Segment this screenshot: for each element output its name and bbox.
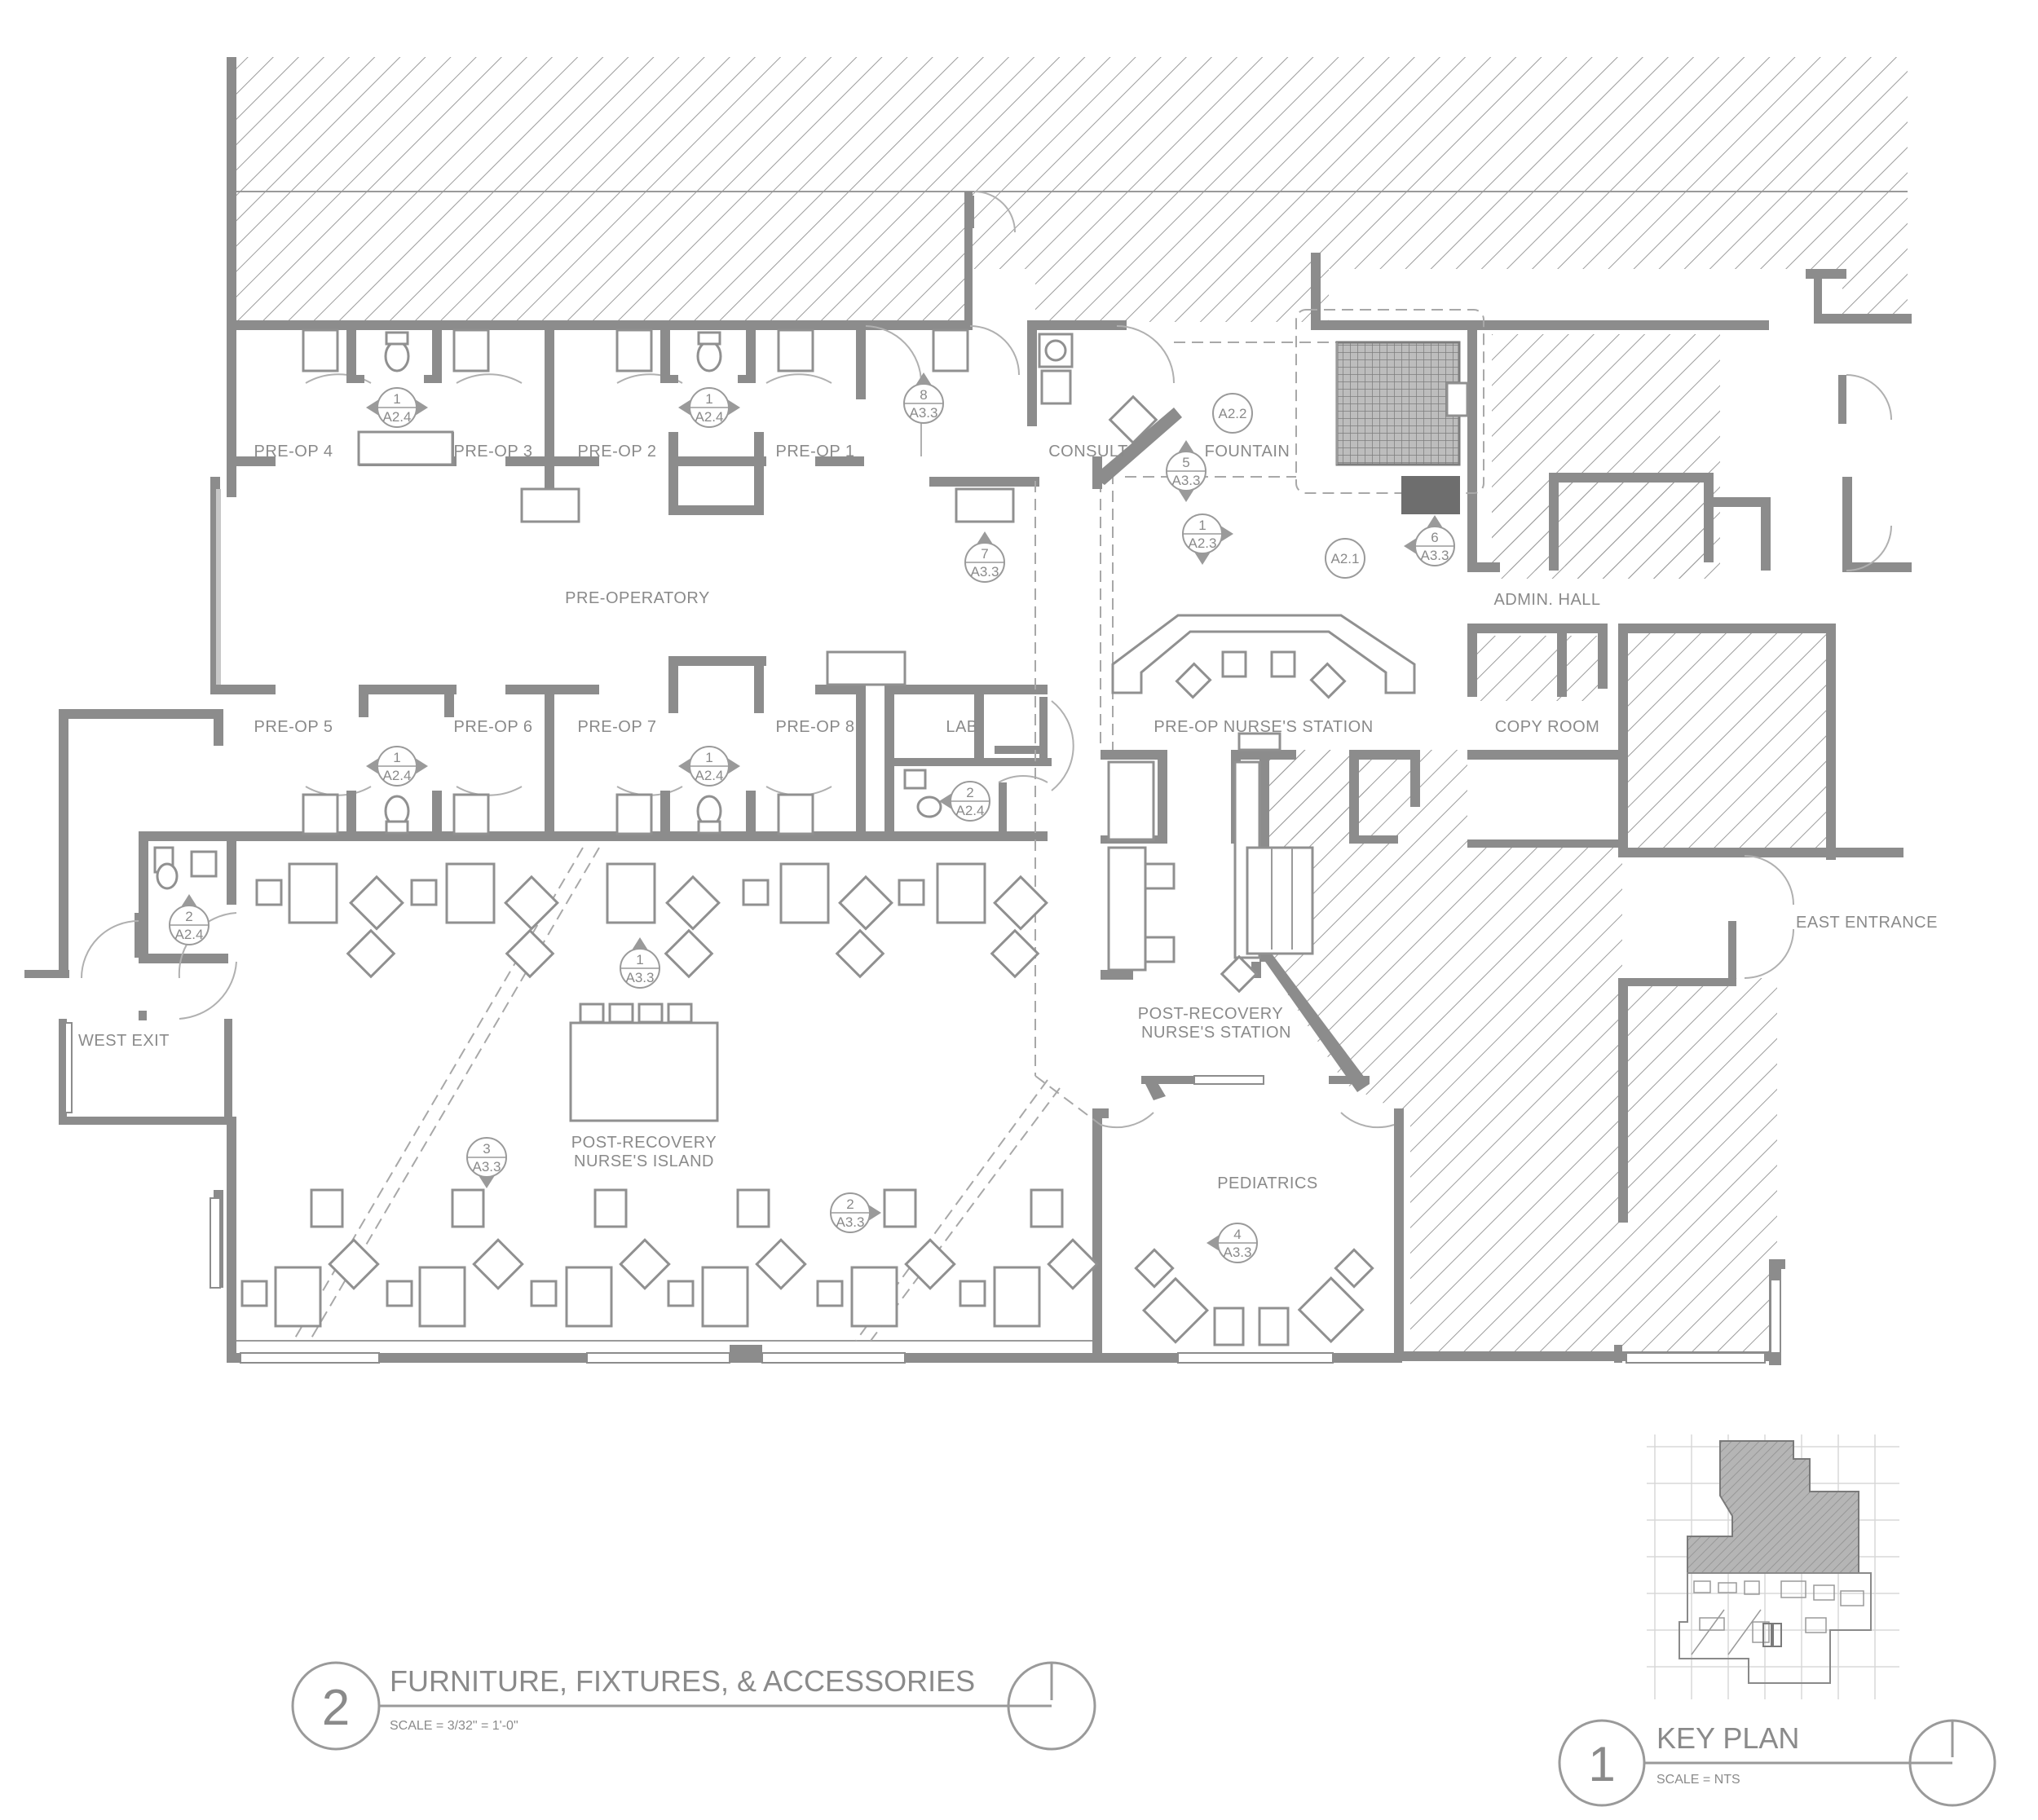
room-labels: PRE-OP 4 PRE-OP 3 PRE-OP 2 PRE-OP 1 CONS… xyxy=(78,443,1938,1192)
fountain-grid xyxy=(1335,341,1461,466)
room-label-preoperatory: PRE-OPERATORY xyxy=(565,589,710,607)
room-label-preop-nurse-station: PRE-OP NURSE'S STATION xyxy=(1154,718,1373,736)
title-key-scale: SCALE = NTS xyxy=(1656,1773,1740,1787)
room-label-preop2: PRE-OP 2 xyxy=(578,443,657,461)
room-label-preop4: PRE-OP 4 xyxy=(254,443,333,461)
room-label-pediatrics: PEDIATRICS xyxy=(1217,1174,1318,1192)
section-tag-sheet: A2.1 xyxy=(1331,551,1360,566)
section-tag: 1A3.3 xyxy=(620,937,660,989)
section-tag-number: 1 xyxy=(705,391,712,407)
section-tag: 8A3.3 xyxy=(903,372,944,424)
section-tag-number: 2 xyxy=(185,909,192,924)
section-tag: 1A2.4 xyxy=(366,746,428,787)
section-tag-sheet: A2.4 xyxy=(956,803,985,818)
room-label-lab: LAB xyxy=(946,718,977,736)
title-main-number: 2 xyxy=(322,1680,350,1736)
section-tag-sheet: A2.2 xyxy=(1219,406,1247,421)
section-tag-number: 6 xyxy=(1431,530,1438,545)
section-tag: 6A3.3 xyxy=(1404,515,1455,566)
section-tag: 5A3.3 xyxy=(1166,440,1206,502)
windows xyxy=(64,1022,1781,1364)
section-tag-number: 2 xyxy=(966,785,973,800)
room-label-admin-hall: ADMIN. HALL xyxy=(1493,591,1600,609)
room-label-preop8: PRE-OP 8 xyxy=(776,718,855,736)
section-tag-sheet: A3.3 xyxy=(971,564,999,579)
title-main-scale: SCALE = 3/32" = 1'-0" xyxy=(390,1719,518,1733)
room-label-preop5: PRE-OP 5 xyxy=(254,718,333,736)
room-label-post-recovery-island-2: NURSE'S ISLAND xyxy=(574,1152,714,1170)
section-tag: 2A3.3 xyxy=(830,1192,881,1233)
section-tag-sheet: A3.3 xyxy=(1421,548,1449,563)
section-tag: 1A2.4 xyxy=(678,746,740,787)
title-main-title: FURNITURE, FIXTURES, & ACCESSORIES xyxy=(390,1664,975,1698)
section-tag-number: 1 xyxy=(1198,518,1206,533)
section-tag-sheet: A2.4 xyxy=(175,927,204,942)
section-tag-number: 3 xyxy=(483,1141,490,1157)
room-label-preop3: PRE-OP 3 xyxy=(454,443,533,461)
section-tag: A2.2 xyxy=(1212,393,1253,434)
room-label-fountain: FOUNTAIN xyxy=(1205,443,1290,461)
section-tag-sheet: A3.3 xyxy=(910,405,938,421)
section-tag-number: 1 xyxy=(393,391,400,407)
section-tag-sheet: A2.4 xyxy=(695,409,724,425)
section-tag-number: 1 xyxy=(705,750,712,765)
section-tag-number: 1 xyxy=(393,750,400,765)
room-label-preop7: PRE-OP 7 xyxy=(578,718,657,736)
section-tag: 1A2.4 xyxy=(366,387,428,428)
room-label-copy-room: COPY ROOM xyxy=(1495,718,1600,736)
section-tag-number: 1 xyxy=(636,952,643,967)
section-tag: 4A3.3 xyxy=(1206,1223,1258,1263)
title-block-main: 2 FURNITURE, FIXTURES, & ACCESSORIES SCA… xyxy=(291,1661,1096,1751)
room-label-post-recovery-station-2: NURSE'S STATION xyxy=(1141,1024,1291,1042)
section-tag: A2.1 xyxy=(1325,538,1365,579)
furniture xyxy=(153,328,1416,1346)
section-tag-number: 2 xyxy=(846,1196,854,1212)
section-tag: 7A3.3 xyxy=(964,531,1005,583)
room-label-preop6: PRE-OP 6 xyxy=(454,718,533,736)
section-tag-sheet: A3.3 xyxy=(473,1159,501,1174)
section-tag-sheet: A3.3 xyxy=(1224,1245,1252,1260)
section-tag: 1A2.3 xyxy=(1182,513,1233,565)
room-label-preop1: PRE-OP 1 xyxy=(776,443,855,461)
title-key-title: KEY PLAN xyxy=(1656,1721,1799,1755)
room-label-post-recovery-station-1: POST-RECOVERY xyxy=(1138,1005,1283,1023)
section-tag-sheet: A2.4 xyxy=(383,409,412,425)
section-tag: 1A2.4 xyxy=(678,387,740,428)
section-tag-number: 4 xyxy=(1233,1227,1241,1242)
section-tag: 2A2.4 xyxy=(939,781,990,822)
section-tag-number: 5 xyxy=(1182,455,1189,470)
section-tag-sheet: A2.4 xyxy=(695,768,724,783)
section-tag-sheet: A3.3 xyxy=(836,1214,865,1230)
section-tag-sheet: A3.3 xyxy=(626,970,655,985)
room-label-west-exit: WEST EXIT xyxy=(78,1032,170,1050)
room-label-consult: CONSULT xyxy=(1048,443,1128,461)
section-tag: 3A3.3 xyxy=(466,1137,507,1188)
section-tag-number: 8 xyxy=(920,387,927,403)
section-tag-sheet: A2.4 xyxy=(383,768,412,783)
room-label-east-entrance: EAST ENTRANCE xyxy=(1796,914,1938,932)
key-plan-highlight xyxy=(1687,1440,1859,1574)
room-label-post-recovery-island-1: POST-RECOVERY xyxy=(571,1134,717,1152)
section-tag-number: 7 xyxy=(981,546,988,562)
section-tag-sheet: A3.3 xyxy=(1172,473,1201,488)
title-key-number: 1 xyxy=(1588,1737,1615,1791)
section-tag-sheet: A2.3 xyxy=(1189,535,1217,551)
key-plan: 1 KEY PLAN SCALE = NTS xyxy=(1558,1434,1996,1807)
section-tag: 2A2.4 xyxy=(169,894,210,945)
